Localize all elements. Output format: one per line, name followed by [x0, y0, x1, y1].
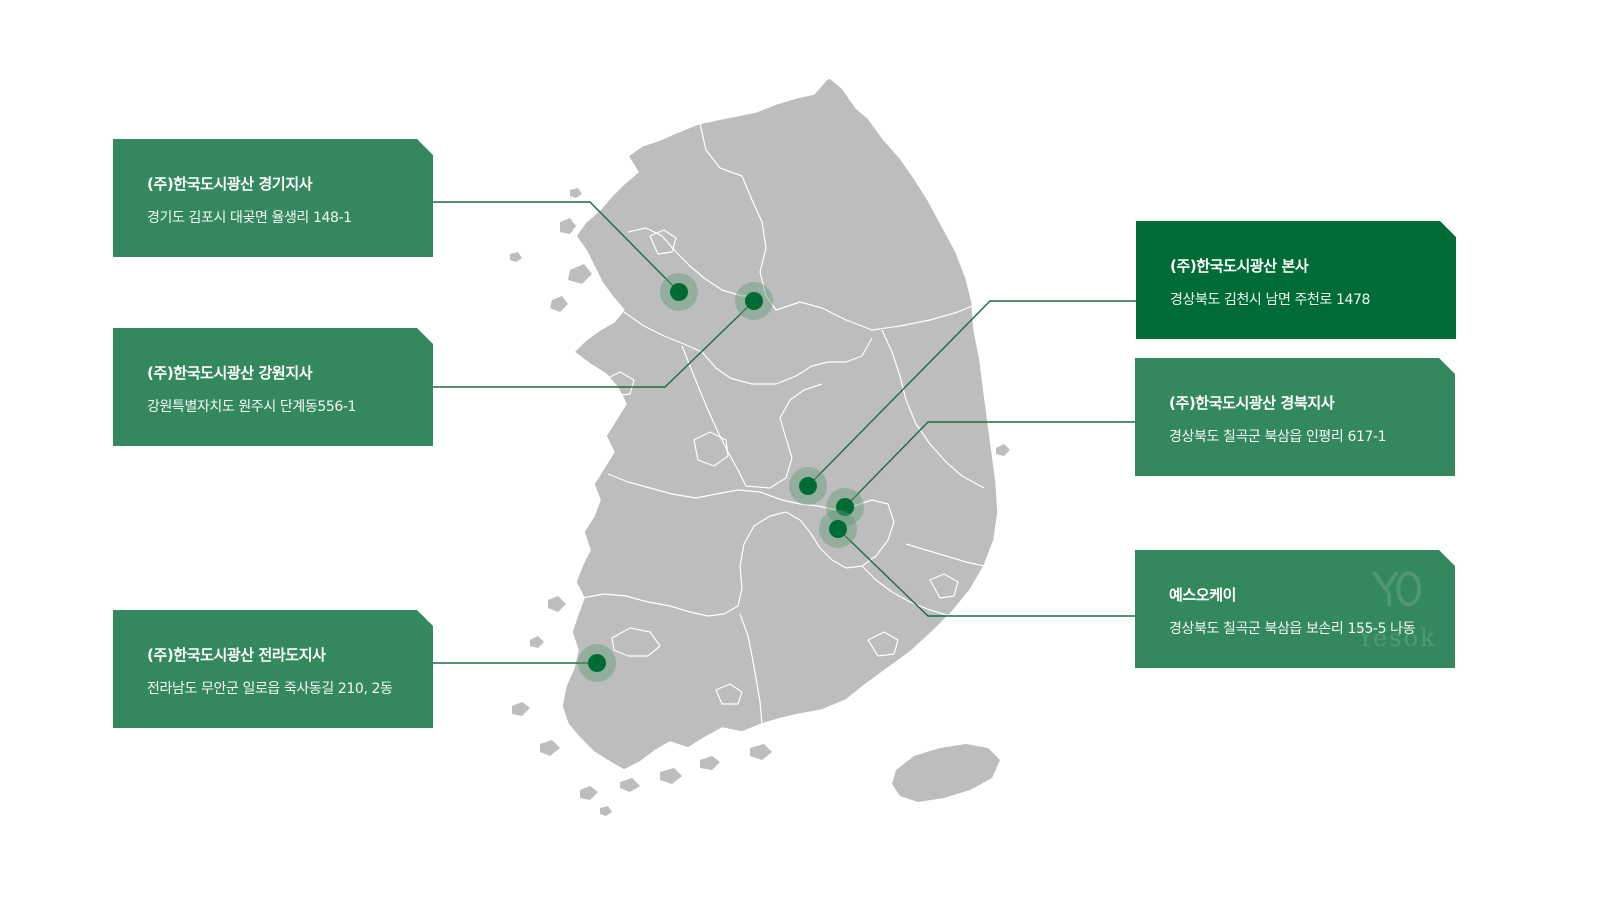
jeju-island-shape	[892, 744, 1000, 802]
office-name: (주)한국도시광산 경북지사	[1169, 394, 1335, 412]
location-dot-icon	[670, 283, 688, 301]
location-dot-icon	[829, 520, 847, 538]
island-shape	[560, 218, 576, 234]
markers	[578, 273, 864, 682]
location-dot-icon	[799, 477, 817, 495]
island-shape	[996, 444, 1010, 456]
office-address: 경상북도 칠곡군 북삼읍 보손리 155-5 나동	[1169, 621, 1416, 637]
marker-yesok[interactable]	[819, 510, 857, 548]
connector-line-hq	[807, 300, 1136, 487]
island-shape	[750, 744, 772, 760]
marker-gyeonggi[interactable]	[660, 273, 698, 311]
location-dot-icon	[745, 292, 763, 310]
island-shape	[530, 636, 544, 648]
island-shape	[510, 252, 522, 262]
office-address: 강원특별자치도 원주시 단계동556-1	[147, 399, 357, 415]
island-shape	[660, 768, 682, 784]
office-address: 전라남도 무안군 일로읍 죽사동길 210, 2동	[147, 681, 393, 697]
location-dot-icon	[588, 654, 606, 672]
island-shape	[600, 806, 612, 816]
island-shape	[512, 702, 530, 716]
connector-line-gyeonggi	[433, 201, 680, 293]
connector-lines	[433, 201, 1136, 664]
island-shape	[700, 756, 720, 770]
province-borders	[581, 123, 985, 725]
office-name: (주)한국도시광산 경기지사	[147, 175, 313, 193]
island-shape	[540, 740, 560, 756]
island-shape	[568, 264, 592, 284]
office-name: (주)한국도시광산 본사	[1170, 257, 1309, 275]
office-address: 경기도 김포시 대곶면 율생리 148-1	[147, 210, 352, 226]
office-name: (주)한국도시광산 전라도지사	[147, 646, 326, 664]
island-shape	[550, 296, 568, 312]
marker-hq[interactable]	[789, 467, 827, 505]
connector-line-yesok	[837, 528, 1135, 617]
marker-jeolla[interactable]	[578, 644, 616, 682]
marker-gangwon[interactable]	[735, 282, 773, 320]
office-card-gangwon[interactable]: (주)한국도시광산 강원지사 강원특별자치도 원주시 단계동556-1	[113, 328, 433, 446]
marker-gyeongbuk[interactable]	[826, 488, 864, 526]
office-card-yesok[interactable]: Yesok 예스오케이 경상북도 칠곡군 북삼읍 보손리 155-5 나동	[1135, 550, 1455, 668]
korea-mainland-shape	[561, 77, 999, 771]
office-card-gyeongbuk[interactable]: (주)한국도시광산 경북지사 경상북도 칠곡군 북삼읍 인평리 617-1	[1135, 358, 1455, 476]
island-shape	[570, 188, 582, 198]
office-card-gyeonggi[interactable]: (주)한국도시광산 경기지사 경기도 김포시 대곶면 율생리 148-1	[113, 139, 433, 257]
office-card-jeolla[interactable]: (주)한국도시광산 전라도지사 전라남도 무안군 일로읍 죽사동길 210, 2…	[113, 610, 433, 728]
connector-line-gyeongbuk	[844, 421, 1135, 508]
office-name: 예스오케이	[1169, 586, 1237, 604]
island-shape	[580, 786, 598, 800]
connector-line-gangwon	[433, 300, 755, 388]
office-card-hq[interactable]: (주)한국도시광산 본사 경상북도 김천시 남면 주천로 1478	[1136, 221, 1456, 339]
office-address: 경상북도 칠곡군 북삼읍 인평리 617-1	[1169, 429, 1387, 445]
island-shape	[620, 778, 640, 792]
office-name: (주)한국도시광산 강원지사	[147, 364, 313, 382]
location-dot-icon	[836, 498, 854, 516]
yesok-logo-icon: Yesok	[1351, 568, 1443, 660]
office-address: 경상북도 김천시 남면 주천로 1478	[1170, 292, 1370, 308]
island-shape	[548, 596, 566, 612]
